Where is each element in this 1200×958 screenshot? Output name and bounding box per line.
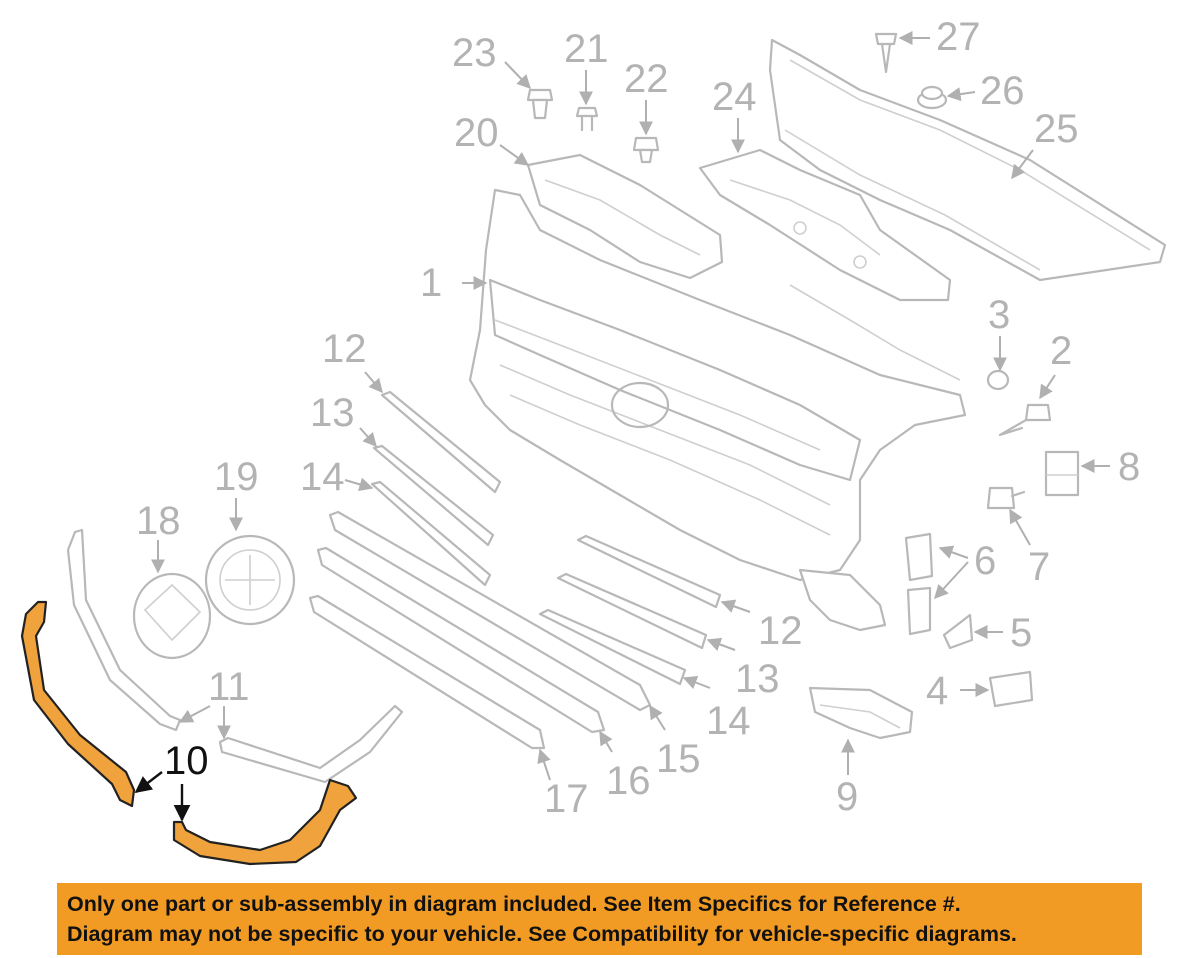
callout-12-left: 12 bbox=[322, 327, 367, 371]
part-20-upper-bracket bbox=[526, 153, 724, 280]
fastener-21 bbox=[575, 106, 599, 132]
callout-27: 27 bbox=[936, 15, 981, 59]
emblem-18 bbox=[132, 572, 212, 660]
callout-1: 1 bbox=[420, 261, 442, 305]
callout-16: 16 bbox=[606, 759, 651, 803]
callout-14-right: 14 bbox=[706, 699, 751, 743]
callout-7: 7 bbox=[1028, 545, 1050, 589]
bolt-2 bbox=[998, 403, 1052, 437]
part-24-seal-plate bbox=[698, 148, 952, 302]
callout-19: 19 bbox=[214, 455, 259, 499]
callout-13-right: 13 bbox=[735, 657, 780, 701]
callout-12-right: 12 bbox=[758, 609, 803, 653]
moulding-14-right bbox=[538, 608, 687, 686]
callout-13-left: 13 bbox=[310, 391, 355, 435]
leader-lines bbox=[134, 31, 1110, 822]
moulding-16 bbox=[316, 546, 606, 734]
fastener-23 bbox=[526, 88, 554, 120]
callout-25: 25 bbox=[1034, 107, 1079, 151]
callout-9: 9 bbox=[836, 775, 858, 819]
part-1-grille-assembly bbox=[468, 188, 967, 632]
disclaimer-line-1: Only one part or sub-assembly in diagram… bbox=[67, 892, 961, 916]
callout-15: 15 bbox=[656, 737, 701, 781]
callout-18: 18 bbox=[136, 499, 181, 543]
parts-diagram: 1 2 3 4 5 6 7 8 9 10 11 12 12 13 13 14 1… bbox=[20, 15, 1167, 866]
moulding-12-right bbox=[576, 534, 722, 609]
bracket-8 bbox=[1044, 450, 1080, 497]
fastener-27 bbox=[874, 32, 898, 74]
callout-24: 24 bbox=[712, 75, 757, 119]
clip-5 bbox=[942, 613, 974, 650]
disclaimer-line-2: Diagram may not be specific to your vehi… bbox=[67, 922, 1017, 946]
callout-3: 3 bbox=[988, 293, 1010, 337]
part-25-upper-cover bbox=[768, 38, 1167, 282]
highlighted-part-10 bbox=[20, 600, 358, 866]
moulding-11 bbox=[66, 528, 404, 784]
callout-26: 26 bbox=[980, 69, 1025, 113]
callout-17: 17 bbox=[544, 777, 589, 821]
callout-10: 10 bbox=[164, 739, 209, 783]
fastener-26 bbox=[916, 85, 948, 110]
bracket-6 bbox=[904, 532, 934, 636]
callout-6: 6 bbox=[974, 539, 996, 583]
callout-11: 11 bbox=[208, 665, 250, 709]
moulding-12-left bbox=[380, 390, 502, 494]
moulding-17 bbox=[308, 594, 546, 750]
callout-23: 23 bbox=[452, 31, 497, 75]
callout-20: 20 bbox=[454, 111, 499, 155]
moulding-13-left bbox=[372, 444, 495, 547]
callout-8: 8 bbox=[1118, 445, 1140, 489]
fastener-22 bbox=[632, 136, 660, 164]
fastener-3 bbox=[986, 369, 1010, 391]
bracket-9 bbox=[808, 686, 914, 740]
clip-4 bbox=[988, 670, 1034, 708]
callout-5: 5 bbox=[1010, 611, 1032, 655]
callout-21: 21 bbox=[564, 27, 609, 71]
callout-2: 2 bbox=[1050, 329, 1072, 373]
moulding-13-right bbox=[556, 572, 708, 650]
callout-22: 22 bbox=[624, 57, 669, 101]
callout-14-left: 14 bbox=[300, 455, 345, 499]
moulding-14-left bbox=[370, 480, 492, 587]
callout-4: 4 bbox=[926, 669, 948, 713]
emblem-mount-19 bbox=[204, 534, 296, 626]
disclaimer-banner: Only one part or sub-assembly in diagram… bbox=[57, 883, 1142, 955]
bolt-7 bbox=[986, 486, 1026, 510]
